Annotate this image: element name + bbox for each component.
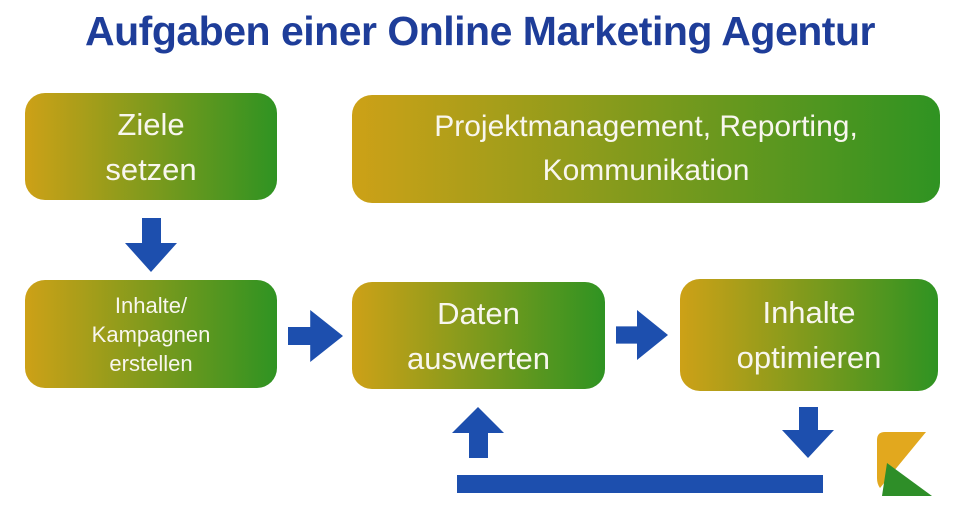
brand-logo-icon bbox=[874, 429, 934, 497]
node-text-line: Daten bbox=[437, 295, 520, 331]
feedback-loop-bar bbox=[457, 475, 823, 493]
page-title: Aufgaben einer Online Marketing Agentur bbox=[85, 8, 875, 54]
node-text-line: Kommunikation bbox=[542, 154, 750, 187]
node-text-line: Inhalte/ bbox=[114, 292, 188, 318]
node-text-line: optimieren bbox=[736, 340, 882, 375]
arrow-up-icon bbox=[452, 407, 504, 458]
node-text-line: setzen bbox=[105, 151, 197, 187]
node-text-line: Ziele bbox=[117, 106, 185, 142]
node-text-line: Inhalte bbox=[762, 295, 856, 330]
node-text-line: Projektmanagement, Reporting, bbox=[434, 110, 858, 143]
arrow-right-icon bbox=[616, 310, 668, 360]
node-text-line: Kampagnen bbox=[91, 321, 211, 347]
arrow-down-icon bbox=[125, 218, 177, 272]
node-inhalte-kampagnen-erstellen: Inhalte/ Kampagnen erstellen bbox=[25, 280, 277, 388]
node-projektmanagement: Projektmanagement, Reporting, Kommunikat… bbox=[352, 95, 940, 203]
node-inhalte-optimieren: Inhalte optimieren bbox=[680, 279, 938, 391]
node-daten-auswerten: Daten auswerten bbox=[352, 282, 605, 389]
node-text-line: erstellen bbox=[109, 350, 193, 376]
node-ziele-setzen: Ziele setzen bbox=[25, 93, 277, 200]
node-text-line: auswerten bbox=[406, 340, 551, 376]
arrow-down-icon bbox=[782, 407, 834, 458]
arrow-right-icon bbox=[288, 310, 343, 362]
